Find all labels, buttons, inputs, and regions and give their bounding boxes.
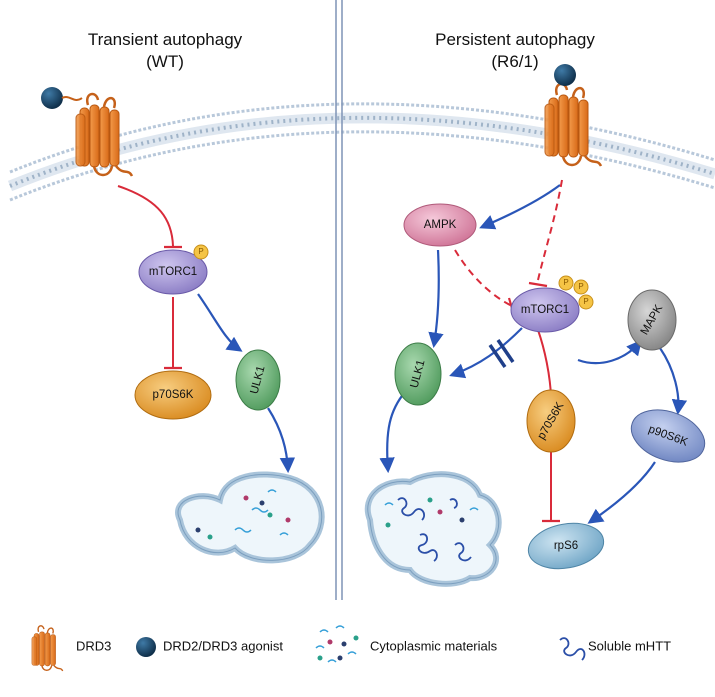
left-pathway <box>117 185 296 474</box>
agonist-icon <box>41 87 63 109</box>
svg-text:P: P <box>583 297 588 306</box>
node-p90s6k: p90S6K <box>630 409 706 463</box>
inhibition-line <box>454 249 513 307</box>
legend-item-mhtt: Soluble mHTT <box>559 637 671 661</box>
node-ulk1: ULK1 <box>235 349 281 411</box>
autophagosome-right <box>364 471 502 587</box>
node-ampk: AMPK <box>403 203 477 247</box>
drd3-receptor-icon <box>74 92 134 178</box>
activation-arrow <box>659 347 688 416</box>
node-label: mTORC1 <box>521 304 569 316</box>
activation-arrow <box>587 461 656 524</box>
drd3-receptor-icon <box>31 625 64 672</box>
svg-text:P: P <box>198 247 203 256</box>
mhtt-icon <box>559 637 586 661</box>
activation-arrow <box>379 391 406 474</box>
inhibition-line <box>117 185 174 247</box>
activation-arrow <box>197 293 243 352</box>
node-p70s6k: p70S6K <box>526 389 576 453</box>
cytoplasmic-materials-icon <box>315 625 359 663</box>
node-rps6: rpS6 <box>527 522 605 570</box>
autophagosome-left <box>175 471 325 564</box>
node-mtorc1: mTORC1 <box>510 287 580 333</box>
node-ulk1: ULK1 <box>394 342 442 406</box>
left-title-line1: Transient autophagy <box>88 30 243 49</box>
right-title-line2: (R6/1) <box>491 52 538 71</box>
node-label: rpS6 <box>554 540 578 552</box>
legend-item-drd3: DRD3 <box>31 625 111 672</box>
activation-arrow <box>428 249 444 349</box>
activation-arrow <box>479 184 561 230</box>
inhibition-line <box>537 329 552 397</box>
svg-text:DRD2/DRD3 agonist: DRD2/DRD3 agonist <box>163 638 283 653</box>
node-mapk: MAPK <box>627 289 677 351</box>
svg-text:P: P <box>563 278 568 287</box>
left-title-line2: (WT) <box>146 52 184 71</box>
node-label: mTORC1 <box>149 266 197 278</box>
activation-arrow <box>267 407 296 474</box>
phospho-badge: P <box>578 294 594 310</box>
panel-divider <box>335 0 343 600</box>
activation-arrow <box>577 339 642 365</box>
right-title-line1: Persistent autophagy <box>435 30 595 49</box>
legend-item-cytoplasmic: Cytoplasmic materials <box>315 625 498 663</box>
drd3-receptor-icon <box>543 82 603 168</box>
inhibition-line <box>537 179 563 281</box>
phospho-badge: P <box>573 279 589 295</box>
svg-text:Soluble mHTT: Soluble mHTT <box>588 638 671 653</box>
activation-arrow <box>449 327 523 379</box>
agonist-icon <box>554 64 576 86</box>
svg-text:DRD3: DRD3 <box>76 638 111 653</box>
agonist-icon <box>136 637 156 657</box>
block-mark <box>496 339 515 363</box>
node-p70s6k: p70S6K <box>134 370 212 420</box>
phospho-badge: P <box>558 275 574 291</box>
node-label: AMPK <box>424 219 457 231</box>
legend: DRD3 DRD2/DRD3 agonist Cytoplasmic mater… <box>31 625 671 672</box>
node-label: p70S6K <box>153 389 194 401</box>
svg-text:P: P <box>578 282 583 291</box>
legend-item-agonist: DRD2/DRD3 agonist <box>136 637 283 657</box>
block-mark <box>488 344 507 368</box>
svg-text:Cytoplasmic materials: Cytoplasmic materials <box>370 638 498 653</box>
phospho-badge: P <box>193 244 209 260</box>
node-mtorc1: mTORC1 <box>138 249 208 295</box>
